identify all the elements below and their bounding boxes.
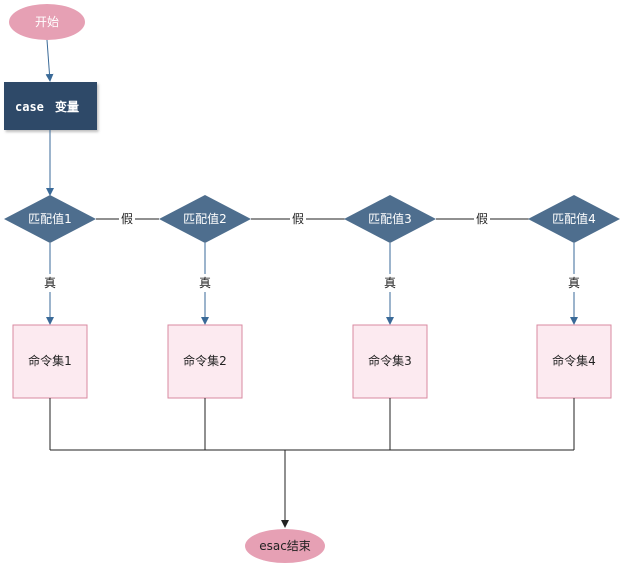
condition-4: 匹配值4 (528, 195, 620, 243)
true-label-3: 真 (384, 276, 396, 290)
condition-1-label: 匹配值1 (28, 211, 72, 226)
condition-4-label: 匹配值4 (552, 211, 596, 226)
true-label-4: 真 (568, 276, 580, 290)
condition-2: 匹配值2 (159, 195, 251, 243)
condition-3: 匹配值3 (344, 195, 436, 243)
condition-1: 匹配值1 (4, 195, 96, 243)
condition-2-label: 匹配值2 (183, 211, 227, 226)
switch-label: 变量 (55, 99, 79, 114)
false-label-3: 假 (476, 212, 488, 226)
end-label: esac结束 (259, 539, 311, 553)
false-label-1: 假 (121, 212, 133, 226)
command-3: 命令集3 (352, 324, 428, 399)
command-1-label: 命令集1 (28, 353, 72, 368)
svg-text:case 变量: case 变量 (15, 96, 79, 115)
command-4-label: 命令集4 (552, 353, 596, 368)
true-label-1: 真 (44, 276, 56, 290)
merge-lines (49, 398, 575, 451)
arrow-start-to-switch (45, 39, 54, 82)
command-1: 命令集1 (12, 324, 88, 399)
start-node: 开始 (9, 4, 85, 40)
command-3-label: 命令集3 (368, 353, 412, 368)
start-label: 开始 (35, 15, 59, 29)
end-node: esac结束 (245, 529, 325, 563)
condition-3-label: 匹配值3 (368, 211, 412, 226)
command-2-label: 命令集2 (183, 353, 227, 368)
command-4: 命令集4 (536, 324, 612, 399)
switch-box: case 变量 (4, 82, 97, 130)
true-label-2: 真 (199, 276, 211, 290)
command-2: 命令集2 (167, 324, 243, 399)
false-label-2: 假 (292, 212, 304, 226)
switch-keyword: case (15, 100, 44, 114)
